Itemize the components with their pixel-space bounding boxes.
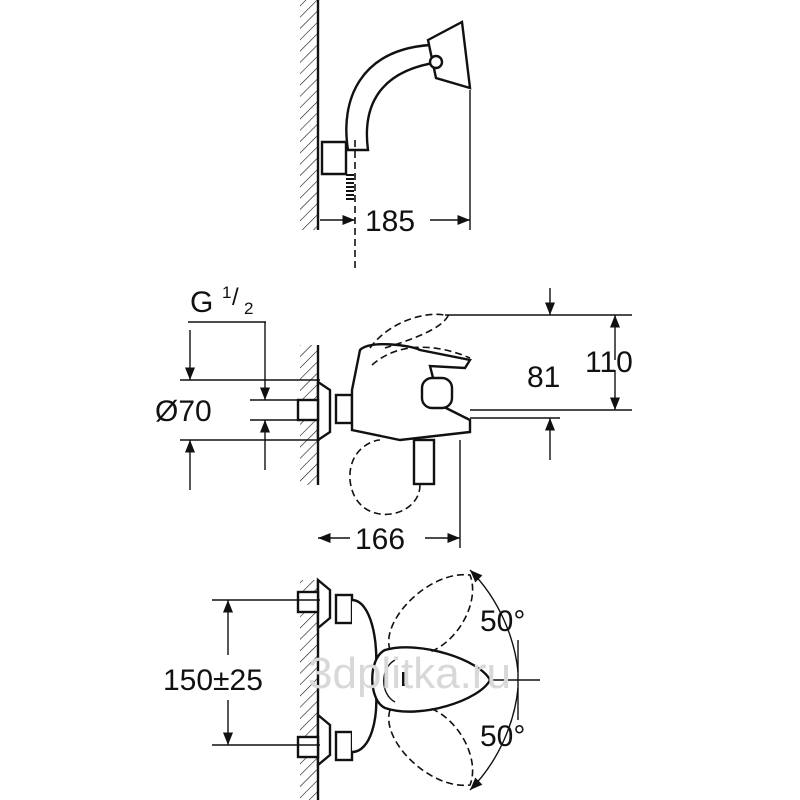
mixer-front-view: 50° 50° 150±25 (163, 569, 540, 800)
dim-rosette-diameter: Ø70 (155, 395, 212, 428)
dim-angle-down: 50° (480, 720, 525, 753)
lever-rotated-down (387, 707, 474, 786)
lever-alt-position (369, 313, 450, 349)
hand-shower-view: 185 (300, 0, 472, 268)
dim-shower-reach: 185 (365, 205, 415, 238)
mixer-side-view: G 1 / 2 Ø70 81 110 166 (155, 283, 633, 556)
watermark: 3dplitka.ru (308, 649, 511, 698)
hose-connector (412, 438, 436, 486)
rosette (316, 379, 332, 443)
shower-handle (345, 43, 442, 152)
dim-angle-up: 50° (480, 605, 525, 638)
shower-holder (320, 140, 348, 176)
thread-fraction-num: 1 (222, 283, 231, 302)
thread-label: G (190, 286, 213, 319)
dim-center-distance: 150±25 (163, 664, 263, 697)
mixer-body (350, 343, 472, 442)
thread-fraction-den: 2 (244, 299, 253, 318)
lever-rotated-up (387, 574, 474, 653)
shower-head (426, 20, 472, 90)
hose-dashed (349, 439, 421, 516)
dim-lever-height: 81 (527, 361, 560, 394)
svg-text:/: / (232, 284, 239, 311)
dim-spout-projection: 166 (355, 523, 405, 556)
lever-front (371, 646, 492, 713)
wall-hatch (300, 0, 318, 230)
dim-total-height: 110 (585, 346, 633, 379)
